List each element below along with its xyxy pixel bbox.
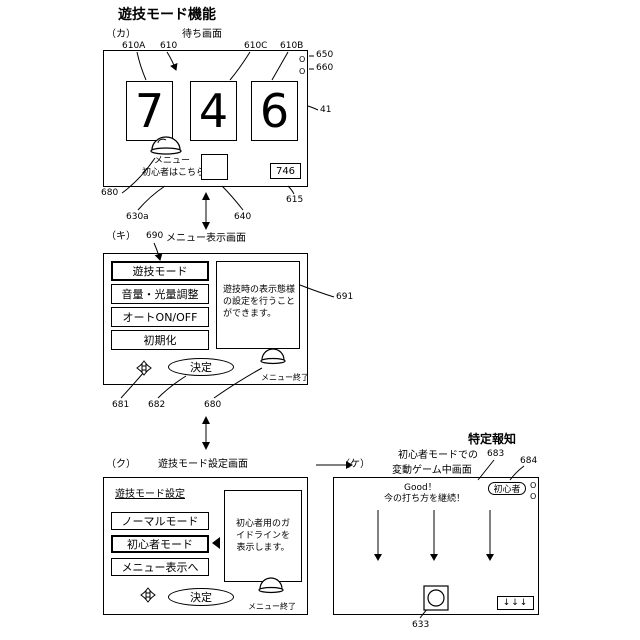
panel-marker-ki: （キ） xyxy=(106,232,136,242)
indicator-lamp-660: O xyxy=(299,68,305,76)
ref-681: 681 xyxy=(112,401,129,410)
indicator-lamp-b: O xyxy=(530,493,536,501)
panel-marker-ka: （カ） xyxy=(106,30,136,40)
guide-info-box: 初心者用のガイドラインを表示します。 xyxy=(224,490,302,582)
leader-630a xyxy=(138,186,165,210)
menu-item-auto-onoff[interactable]: オートON/OFF xyxy=(111,307,209,327)
decide-button-ki[interactable]: 決定 xyxy=(168,358,234,376)
ref-615: 615 xyxy=(286,196,303,205)
mini-number-display: 746 xyxy=(270,163,301,179)
arrowhead-ku-down xyxy=(202,442,210,450)
indicator-lamp-650: O xyxy=(299,56,305,64)
ref-650: 650 xyxy=(316,51,333,60)
ref-630a: 630a xyxy=(126,213,149,222)
menu-label: メニュー xyxy=(154,157,190,166)
mode-settings-header: 遊技モード設定 xyxy=(115,490,185,500)
option-beginner-mode[interactable]: 初心者モード xyxy=(111,535,209,553)
menu-screen-panel: 遊技モード 音量・光量調整 オートON/OFF 初期化 遊技時の表示態様の設定を… xyxy=(103,253,308,385)
menu-item-play-mode[interactable]: 遊技モード xyxy=(111,261,209,281)
ref-680-mid: 680 xyxy=(204,401,221,410)
decide-button-ku[interactable]: 決定 xyxy=(168,588,234,606)
reel-left: 7 xyxy=(126,81,173,141)
ref-640: 640 xyxy=(234,213,251,222)
ref-680-top: 680 xyxy=(101,189,118,198)
option-normal-mode[interactable]: ノーマルモード xyxy=(111,512,209,530)
beginner-badge: 初心者 xyxy=(488,482,526,495)
menu-description-box: 遊技時の表示態様の設定を行うことができます。 xyxy=(216,261,300,349)
beginner-label: 初心者はこちら xyxy=(142,169,205,178)
ref-690: 690 xyxy=(146,232,163,241)
menu-exit-label-ku: メニュー終了 xyxy=(248,603,296,611)
ref-660: 660 xyxy=(316,64,333,73)
screen-title-ke-line2: 変動ゲーム中画面 xyxy=(392,466,472,476)
ref-682: 682 xyxy=(148,401,165,410)
guide-info-text: 初心者用のガイドラインを表示します。 xyxy=(233,518,293,554)
good-message: Good！ xyxy=(404,484,437,493)
main-title: 遊技モード機能 xyxy=(118,8,216,22)
touch-area-640[interactable] xyxy=(201,154,228,180)
screen-title-ki: メニュー表示画面 xyxy=(166,234,246,244)
menu-item-initialize[interactable]: 初期化 xyxy=(111,330,209,350)
arrowhead-ki-down xyxy=(202,222,210,230)
ref-683: 683 xyxy=(487,450,504,459)
indicator-lamp-a: O xyxy=(530,482,536,490)
menu-item-volume-light[interactable]: 音量・光量調整 xyxy=(111,284,209,304)
ref-41: 41 xyxy=(320,106,331,115)
waiting-screen-panel: 7 4 6 O O メニュー 初心者はこちら 746 xyxy=(103,50,308,187)
menu-exit-label-ki: メニュー終了 xyxy=(261,374,309,382)
mode-settings-panel: 遊技モード設定 ノーマルモード 初心者モード メニュー表示へ 初心者用のガイドラ… xyxy=(103,477,308,615)
option-back-to-menu[interactable]: メニュー表示へ xyxy=(111,558,209,576)
panel-marker-ke: （ケ） xyxy=(340,460,370,470)
menu-description-text: 遊技時の表示態様の設定を行うことができます。 xyxy=(223,284,295,320)
reel-right: 6 xyxy=(251,81,298,141)
leader-41 xyxy=(308,106,318,110)
special-notice-title: 特定報知 xyxy=(468,433,516,445)
screen-title-ku: 遊技モード設定画面 xyxy=(158,460,248,470)
arrowhead-ki-up xyxy=(202,416,210,424)
panel-marker-ku: （ク） xyxy=(106,460,136,470)
bottom-arrows-display: ↓↓↓ xyxy=(497,596,534,610)
screen-title-ka: 待ち画面 xyxy=(182,30,222,40)
leader-640 xyxy=(222,186,243,210)
ref-633: 633 xyxy=(412,621,429,630)
continue-message: 今の打ち方を継続！ xyxy=(384,495,465,504)
screen-title-ke-line1: 初心者モードでの xyxy=(398,451,478,461)
leader-615 xyxy=(288,186,294,194)
reel-center: 4 xyxy=(190,81,237,141)
ref-684: 684 xyxy=(520,457,537,466)
arrowhead-ka-up xyxy=(202,192,210,200)
ref-691: 691 xyxy=(336,293,353,302)
game-button-633[interactable] xyxy=(424,586,448,610)
